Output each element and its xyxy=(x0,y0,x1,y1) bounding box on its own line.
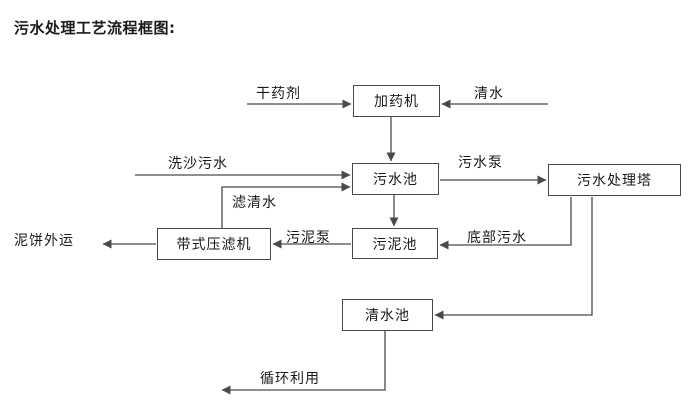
node-treatment-tower[interactable]: 污水处理塔 xyxy=(548,164,681,196)
edge-label-dry-chemical: 干药剂 xyxy=(256,86,301,102)
edge-label-filtered-clear-water: 滤清水 xyxy=(232,195,277,211)
page-title: 污水处理工艺流程框图: xyxy=(14,19,176,37)
node-label: 污泥池 xyxy=(372,236,418,253)
node-dosing-machine[interactable]: 加药机 xyxy=(353,85,440,117)
node-clear-water-pool[interactable]: 清水池 xyxy=(342,299,433,331)
node-label: 带式压滤机 xyxy=(176,237,252,253)
edge-label-mud-cake-transport: 泥饼外运 xyxy=(14,233,74,249)
node-label: 污水处理塔 xyxy=(577,173,652,189)
edge-clear-water-pool-to-recycling xyxy=(221,331,386,395)
edge-label-sand-wash-sewage: 洗沙污水 xyxy=(168,156,228,172)
edge-belt-filter-press-to-wastewater-pool xyxy=(221,182,351,228)
edge-label-bottom-sewage: 底部污水 xyxy=(467,230,527,246)
edge-label-sewage-pump: 污水泵 xyxy=(458,155,503,171)
node-label: 加药机 xyxy=(374,94,419,110)
node-wastewater-pool[interactable]: 污水池 xyxy=(352,163,439,195)
edge-treatment-tower-to-sludge-pool xyxy=(439,197,572,250)
node-belt-filter-press[interactable]: 带式压滤机 xyxy=(157,228,271,260)
edge-label-clean-water: 清水 xyxy=(474,86,504,102)
edge-label-recycling-reuse: 循环利用 xyxy=(260,371,320,387)
edge-label-sludge-pump: 污泥泵 xyxy=(286,230,331,246)
node-sludge-pool[interactable]: 污泥池 xyxy=(352,228,438,259)
node-label: 污水池 xyxy=(373,172,418,188)
node-label: 清水池 xyxy=(365,308,410,324)
edge-treatment-tower-to-clear-water-pool xyxy=(434,197,593,320)
